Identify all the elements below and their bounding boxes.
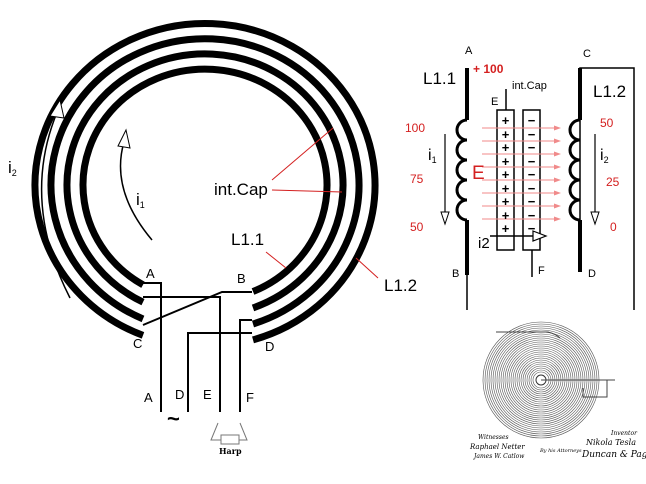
minus-sign: − — [527, 221, 536, 236]
r-label-d: D — [588, 268, 596, 280]
minus-sign: − — [527, 126, 536, 142]
field-arrowhead — [554, 190, 561, 196]
i2-arrowhead — [49, 98, 65, 119]
coil-turn — [79, 65, 331, 295]
label-l11: L1.1 — [231, 230, 265, 249]
plus-sign: + — [501, 194, 510, 209]
patent-by: By his Attorneys — [540, 448, 582, 454]
potential-r0: 0 — [610, 220, 617, 234]
patent-witnesses: Witnesses — [478, 434, 509, 441]
i1-arrow — [119, 141, 153, 241]
patent-witness-1: Raphael Netter — [470, 443, 525, 451]
minus-sign: − — [527, 167, 536, 182]
plus-sign: + — [501, 221, 510, 236]
electric-field-arrows — [482, 125, 561, 222]
minus-sign: − — [527, 180, 536, 196]
field-arrowhead — [554, 138, 561, 144]
bifilar-coil — [31, 20, 379, 344]
patent-inventor: Inventor — [611, 430, 637, 437]
plus-sign: + — [501, 180, 510, 196]
r-label-a: A — [465, 45, 473, 57]
i1-arrowhead — [117, 128, 131, 149]
minus-signs: −−−−−−−−− — [525, 114, 538, 236]
r-label-b: B — [452, 268, 460, 280]
load-resistor — [210, 422, 248, 445]
ac-source-symbol: ~ — [167, 406, 180, 431]
r-label-field-e: E — [472, 163, 485, 184]
potential-75: 75 — [410, 172, 424, 186]
label-d: D — [265, 339, 275, 354]
coil-turn — [63, 50, 347, 312]
plus-sign: + — [501, 167, 510, 182]
label-b: B — [237, 271, 246, 286]
plus-sign: + — [501, 207, 510, 223]
minus-sign: − — [527, 113, 536, 128]
potential-r25: 25 — [606, 175, 620, 189]
pointer-lines — [265, 127, 379, 279]
plus-sign: + — [501, 126, 510, 142]
terminal-e: E — [203, 387, 212, 402]
patent-attorneys: Duncan & Page — [582, 450, 646, 460]
coil-turn — [47, 35, 363, 328]
coil-turn — [31, 20, 379, 344]
label-c: C — [133, 336, 143, 351]
potential-r50: 50 — [600, 116, 614, 130]
r-label-int-cap: int.Cap — [512, 80, 547, 92]
patent-witness-2: James W. Catlow — [474, 453, 525, 460]
plus-signs: +++++++++ — [499, 114, 512, 236]
minus-sign: − — [527, 153, 536, 169]
plus-sign: + — [501, 140, 510, 155]
r-label-f: F — [538, 265, 545, 277]
potential-100: 100 — [405, 121, 426, 135]
terminal-f: F — [246, 390, 254, 405]
label-i1: i1 — [136, 190, 145, 210]
plus-sign: + — [501, 113, 510, 128]
r-label-l12: L1.2 — [593, 82, 627, 101]
minus-sign: − — [527, 194, 536, 209]
label-i2: i2 — [8, 158, 17, 178]
r-label-i2-wire: i2 — [478, 235, 490, 252]
plus-sign: + — [501, 153, 510, 169]
field-arrowhead — [554, 177, 561, 183]
r-label-e: E — [491, 96, 499, 108]
lead-wires — [142, 282, 252, 412]
r-label-plus100: + 100 — [473, 62, 504, 76]
field-arrowhead — [554, 203, 561, 209]
field-arrowhead — [554, 125, 561, 131]
terminal-d: D — [175, 387, 185, 402]
r-label-i1: i1 — [428, 147, 437, 165]
r-label-i2: i2 — [600, 147, 609, 165]
i2-arrow — [40, 109, 71, 299]
patent-spiral — [482, 321, 615, 439]
r-label-c: C — [583, 48, 591, 60]
field-arrowhead — [554, 151, 561, 157]
label-a: A — [146, 266, 155, 281]
minus-sign: − — [527, 207, 536, 223]
terminal-a: A — [144, 390, 153, 405]
field-arrowhead — [554, 164, 561, 170]
field-arrowhead — [554, 216, 561, 222]
r-label-l11: L1.1 — [423, 69, 457, 88]
potential-50: 50 — [410, 220, 424, 234]
patent-name: Nikola Tesla — [586, 438, 636, 447]
label-load: Harp — [219, 446, 242, 456]
label-int-cap: int.Cap — [214, 180, 268, 199]
minus-sign: − — [527, 140, 536, 155]
label-l12: L1.2 — [384, 276, 418, 295]
